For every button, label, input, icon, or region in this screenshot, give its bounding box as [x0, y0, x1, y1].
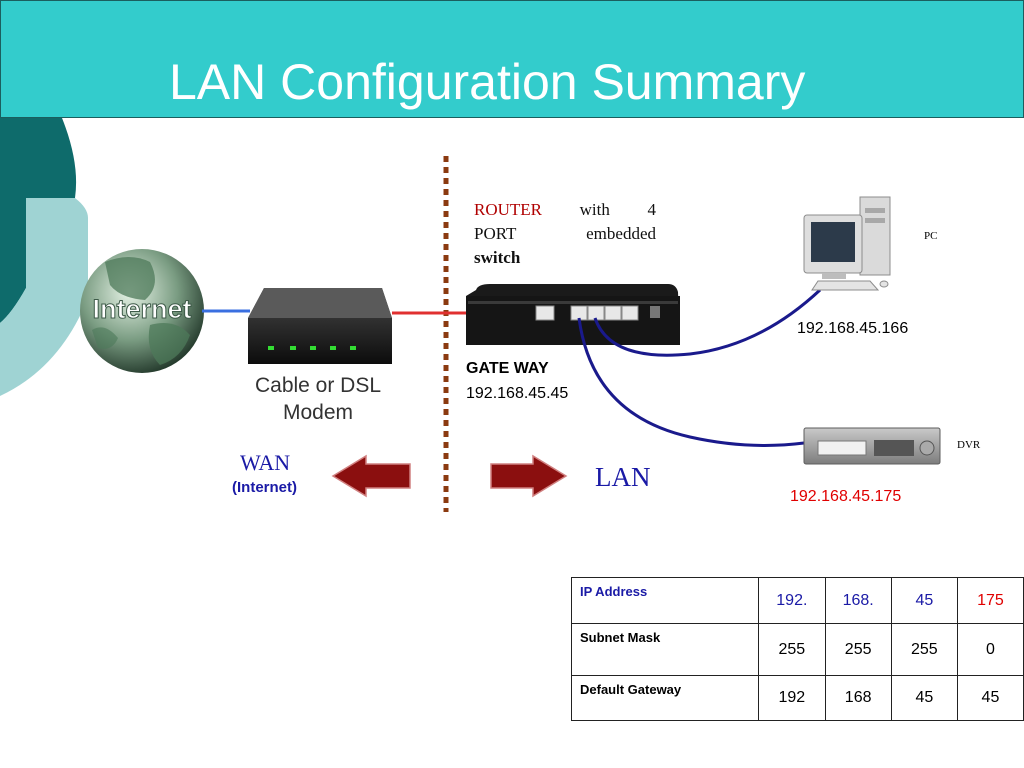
modem-label-line2: Modem: [283, 401, 353, 424]
deco-dark-shape: [0, 118, 77, 323]
dvr-cable: [577, 317, 805, 447]
gateway-octet-3: 45: [890, 675, 958, 721]
gateway-octet-2: 168: [824, 675, 892, 721]
wan-label: WAN: [240, 450, 291, 475]
internet-label: Internet: [92, 294, 191, 324]
dvr-label: DVR: [957, 439, 981, 451]
router-lan-port-4: [621, 305, 639, 321]
ip-octet-2: 168.: [824, 577, 892, 624]
mask-octet-2: 255: [824, 623, 892, 676]
pc-label: PC: [924, 230, 938, 242]
router-caption-port: PORT: [474, 224, 517, 243]
table-row: Default Gateway 192 168 45 45: [570, 675, 1024, 721]
row-header-ip-address: IP Address: [570, 577, 760, 624]
ip-octet-1: 192.: [758, 577, 826, 624]
pc-cable: [593, 288, 822, 357]
internet-globe-icon: [80, 249, 204, 373]
router-caption-switch: switch: [474, 248, 521, 267]
lan-arrow-icon: [490, 454, 568, 498]
mask-octet-3: 255: [890, 623, 958, 676]
dvr-icon: [803, 427, 941, 465]
router-wan-port: [535, 305, 555, 321]
router-caption-with: with: [579, 200, 610, 219]
ip-octet-4: 175: [956, 577, 1024, 624]
side-decoration: [0, 118, 88, 396]
gateway-octet-1: 192: [758, 675, 826, 721]
gateway-ip: 192.168.45.45: [466, 385, 569, 402]
row-header-default-gateway: Default Gateway: [570, 675, 760, 721]
router-caption-embedded: embedded: [586, 224, 656, 243]
pc-icon: [803, 196, 891, 291]
title-bar: LAN Configuration Summary: [0, 0, 1024, 118]
lan-label: LAN: [595, 462, 651, 492]
modem-label-line1: Cable or DSL: [255, 374, 381, 397]
deco-light-shape: [0, 198, 88, 396]
router-caption: ROUTER with 4 PORT embedded switch: [474, 198, 656, 270]
table-row: IP Address 192. 168. 45 175: [570, 577, 1024, 624]
gateway-octet-4: 45: [956, 675, 1024, 721]
router-caption-router: ROUTER: [474, 200, 542, 219]
mask-octet-1: 255: [758, 623, 826, 676]
ip-octet-3: 45: [890, 577, 958, 624]
ip-config-table: IP Address 192. 168. 45 175 Subnet Mask …: [570, 577, 1024, 721]
mask-octet-4: 0: [956, 623, 1024, 676]
table-row: Subnet Mask 255 255 255 0: [570, 623, 1024, 676]
router-lan-port-1: [570, 305, 588, 321]
pc-ip: 192.168.45.166: [797, 320, 909, 337]
wan-arrow-icon: [331, 454, 411, 498]
dvr-ip: 192.168.45.175: [790, 488, 902, 505]
router-lan-port-3: [604, 305, 622, 321]
modem-icon: [248, 288, 392, 364]
wan-sub-label: (Internet): [232, 479, 297, 496]
router-caption-count: 4: [647, 200, 656, 219]
page-title: LAN Configuration Summary: [169, 54, 806, 110]
gateway-label: GATE WAY: [466, 360, 549, 377]
router-icon: [466, 284, 680, 345]
row-header-subnet-mask: Subnet Mask: [570, 623, 760, 676]
